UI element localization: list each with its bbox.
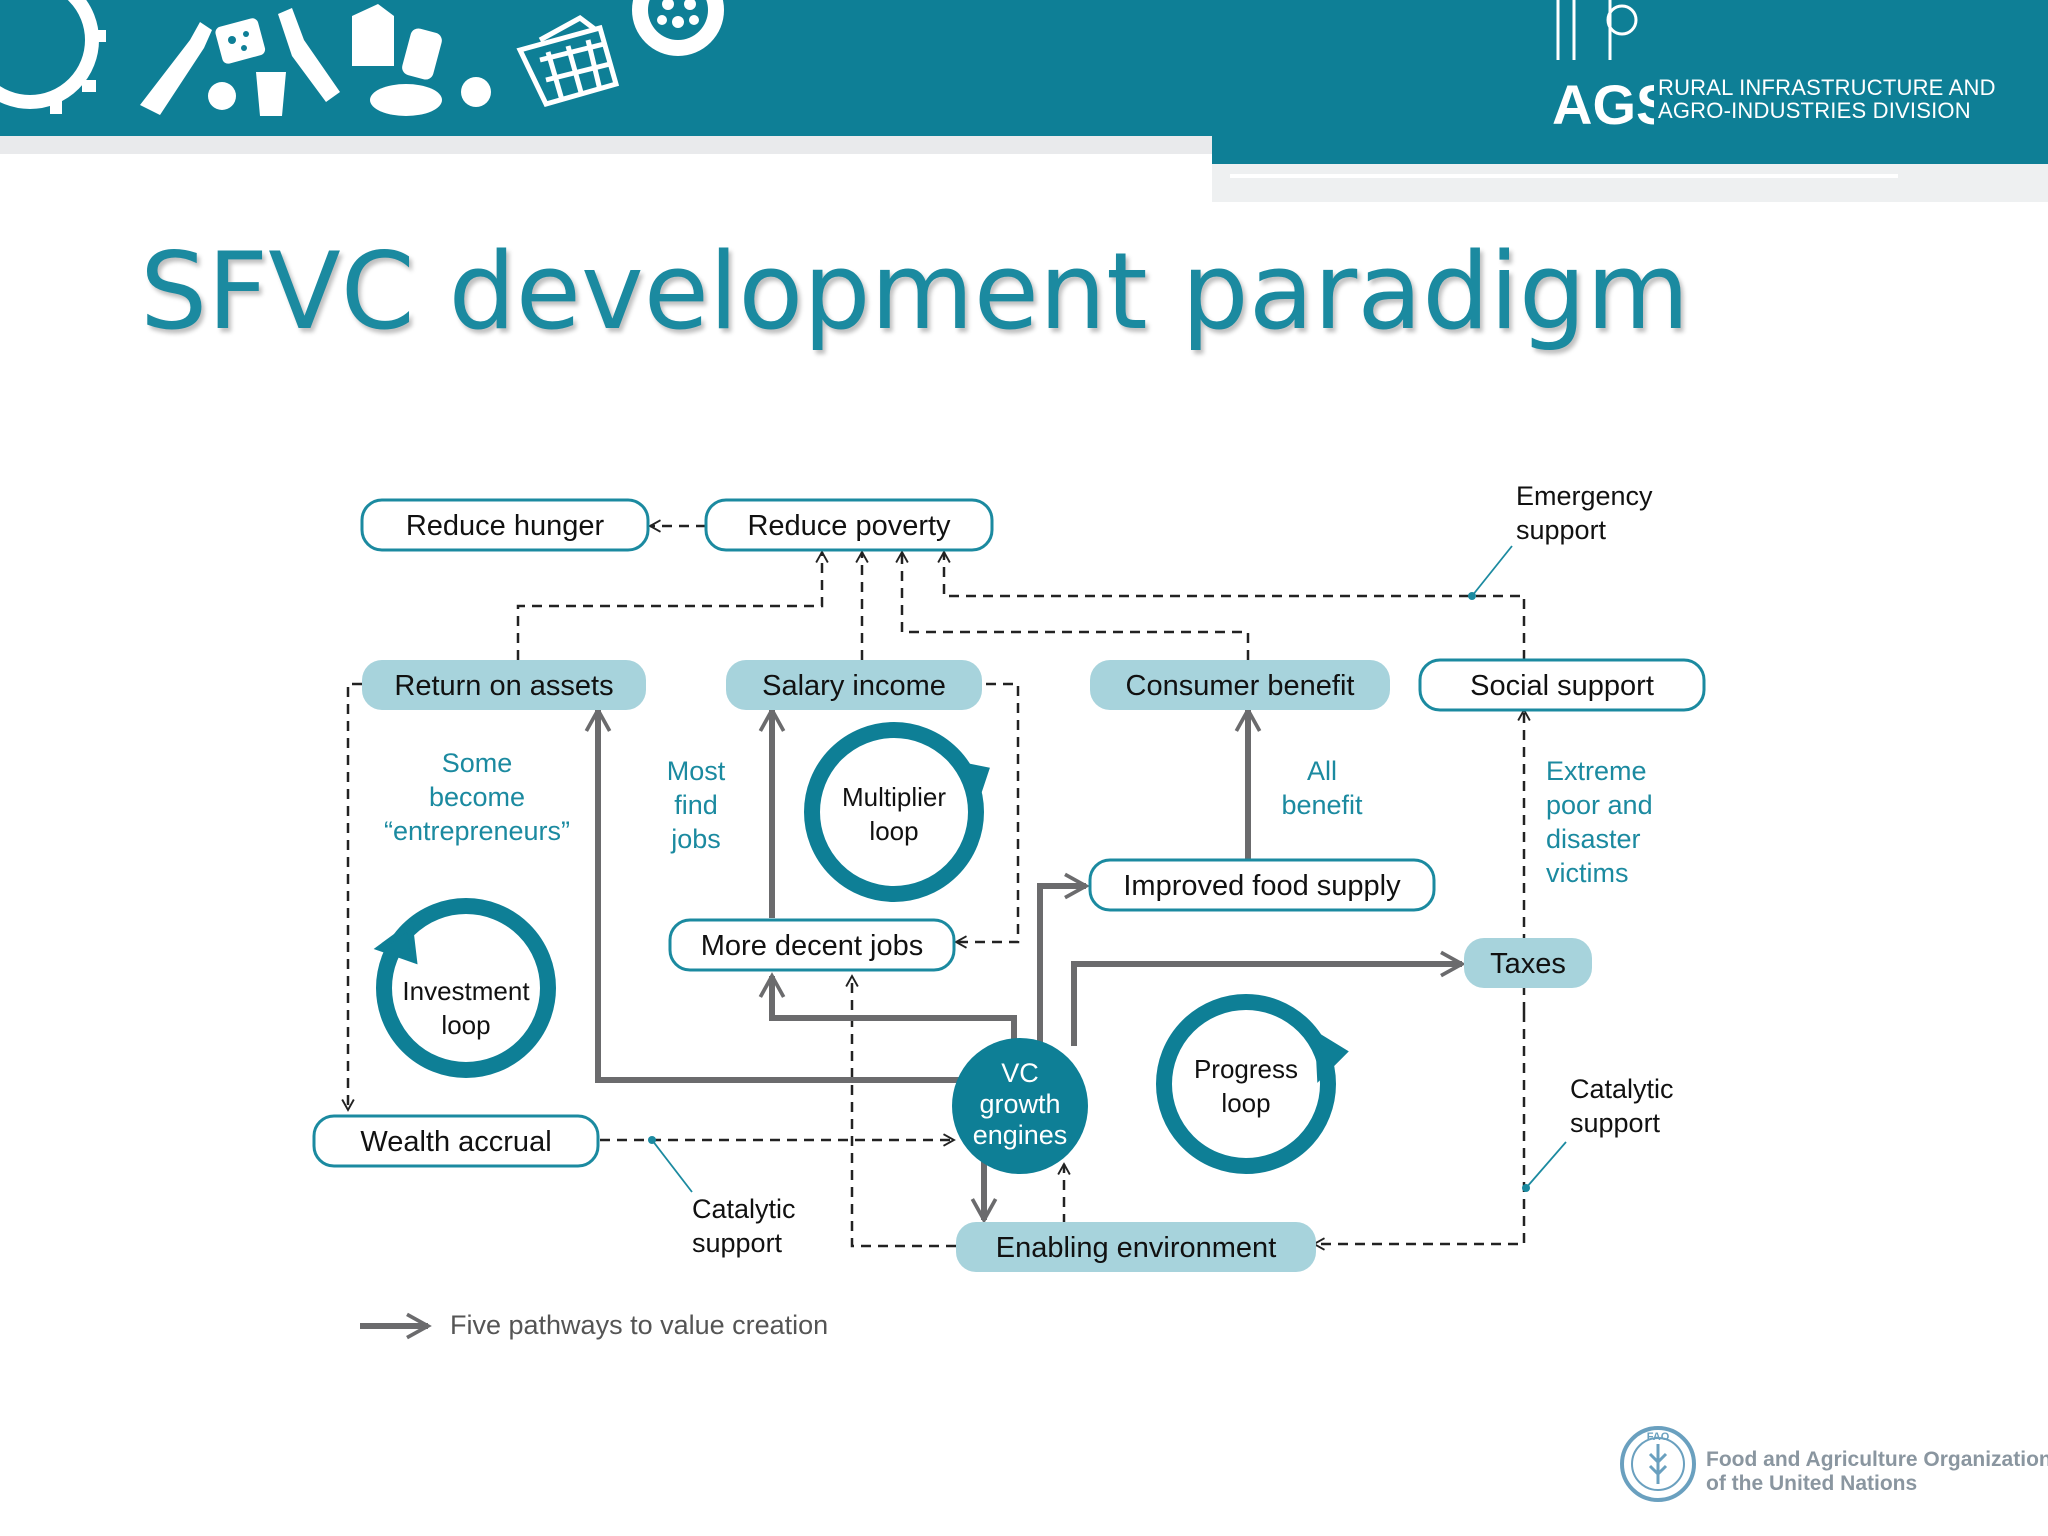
- node-social-support-label: Social support: [1470, 670, 1654, 702]
- plate-icon: [632, 0, 724, 56]
- ags-logo: AGS: [1552, 0, 1654, 130]
- node-consumer-benefit-label: Consumer benefit: [1126, 670, 1355, 702]
- vc-engines-line-3: engines: [973, 1120, 1068, 1150]
- node-improved-food-supply-label: Improved food supply: [1123, 870, 1401, 902]
- header-band-right-light: [1212, 164, 2048, 202]
- node-salary-income-label: Salary income: [762, 670, 946, 702]
- dashed-connectors: [341, 519, 1531, 1251]
- division-line-1: RURAL INFRASTRUCTURE AND: [1658, 75, 1996, 100]
- emergency-support-line-2: support: [1516, 515, 1607, 545]
- investment-loop-line-1: Investment: [402, 976, 530, 1006]
- node-more-decent-jobs: More decent jobs: [668, 918, 956, 972]
- catalytic-support-left-line-1: Catalytic: [692, 1194, 796, 1224]
- node-wealth-accrual: Wealth accrual: [312, 1114, 600, 1168]
- legend-label: Five pathways to value creation: [450, 1310, 829, 1340]
- bread-icon: [370, 84, 442, 116]
- header-banner: [0, 0, 2048, 136]
- annotations: Some become “entrepreneurs” Most find jo…: [384, 748, 1653, 888]
- all-benefit-line-2: benefit: [1281, 790, 1363, 820]
- multiplier-loop: Multiplier loop: [804, 722, 990, 902]
- most-find-jobs-line-2: find: [674, 790, 718, 820]
- node-return-on-assets: Return on assets: [362, 660, 646, 710]
- extreme-poor-line-3: disaster: [1546, 824, 1641, 854]
- node-salary-income: Salary income: [726, 660, 982, 710]
- fao-name-line-2: of the United Nations: [1706, 1472, 1918, 1495]
- investment-loop: Investment loop: [373, 898, 556, 1078]
- ags-logo-text: AGS: [1552, 73, 1654, 130]
- support-labels: Emergency support Catalytic support Cata…: [692, 481, 1674, 1258]
- fao-name-line-1: Food and Agriculture Organization: [1706, 1448, 2048, 1471]
- fao-logo-text: FAO: [1647, 1431, 1670, 1443]
- fao-logo: FAO: [1620, 1426, 1696, 1502]
- extreme-poor-line-1: Extreme: [1546, 756, 1647, 786]
- cheese-icon: [215, 18, 266, 64]
- glass-icon: [256, 72, 286, 116]
- node-vc-growth-engines: VC growth engines: [952, 1038, 1088, 1174]
- investment-loop-line-2: loop: [441, 1010, 490, 1040]
- entrepreneurs-line-2: become: [429, 782, 525, 812]
- entrepreneurs-line-3: “entrepreneurs”: [384, 816, 570, 846]
- node-reduce-hunger: Reduce hunger: [360, 498, 650, 552]
- basket-icon: [516, 15, 620, 107]
- catalytic-support-right-line-1: Catalytic: [1570, 1074, 1674, 1104]
- progress-loop: Progress loop: [1156, 994, 1349, 1174]
- progress-loop-line-1: Progress: [1194, 1054, 1298, 1084]
- catalytic-support-left-line-2: support: [692, 1228, 783, 1258]
- most-find-jobs-line-1: Most: [667, 756, 726, 786]
- multiplier-loop-line-2: loop: [869, 816, 918, 846]
- extreme-poor-line-2: poor and: [1546, 790, 1653, 820]
- node-reduce-poverty: Reduce poverty: [704, 498, 994, 552]
- header-band-right: [1212, 136, 2048, 164]
- food-icons: [0, 0, 724, 116]
- node-improved-food-supply: Improved food supply: [1088, 858, 1436, 912]
- node-taxes-label: Taxes: [1490, 948, 1566, 980]
- milk-carton-icon: [352, 4, 394, 66]
- node-consumer-benefit: Consumer benefit: [1090, 660, 1390, 710]
- header-strip: [1230, 174, 1898, 178]
- all-benefit-line-1: All: [1307, 756, 1337, 786]
- extreme-poor-line-4: victims: [1546, 858, 1629, 888]
- tomato-icon: [461, 77, 491, 107]
- node-reduce-hunger-label: Reduce hunger: [406, 510, 605, 542]
- emergency-support-line-1: Emergency: [1516, 481, 1653, 511]
- entrepreneurs-line-1: Some: [442, 748, 513, 778]
- vc-engines-line-1: VC: [1001, 1058, 1039, 1088]
- pathway-arrows: [584, 706, 1466, 1224]
- node-wealth-accrual-label: Wealth accrual: [360, 1126, 551, 1158]
- annotation-pointers: [651, 545, 1567, 1193]
- apple-icon: [208, 82, 236, 110]
- bottle-icon: [140, 22, 212, 115]
- node-taxes: Taxes: [1464, 938, 1592, 988]
- can-icon: [402, 28, 442, 80]
- node-reduce-poverty-label: Reduce poverty: [747, 510, 951, 542]
- node-return-on-assets-label: Return on assets: [394, 670, 613, 702]
- vc-engines-line-2: growth: [979, 1089, 1060, 1119]
- wine-bottle-icon: [278, 8, 340, 102]
- header-band: [0, 136, 1212, 154]
- node-more-decent-jobs-label: More decent jobs: [701, 930, 923, 962]
- node-enabling-environment: Enabling environment: [956, 1222, 1316, 1272]
- division-line-2: AGRO-INDUSTRIES DIVISION: [1658, 98, 1971, 123]
- fao-name: Food and Agriculture Organization of the…: [1706, 1448, 2048, 1496]
- node-social-support: Social support: [1418, 658, 1706, 712]
- multiplier-loop-line-1: Multiplier: [842, 782, 946, 812]
- slide-title: SFVC development paradigm: [140, 230, 1690, 353]
- node-enabling-environment-label: Enabling environment: [996, 1232, 1277, 1264]
- progress-loop-line-2: loop: [1221, 1088, 1270, 1118]
- catalytic-support-right-line-2: support: [1570, 1108, 1661, 1138]
- division-name: RURAL INFRASTRUCTURE AND AGRO-INDUSTRIES…: [1658, 76, 1996, 122]
- most-find-jobs-line-3: jobs: [670, 824, 721, 854]
